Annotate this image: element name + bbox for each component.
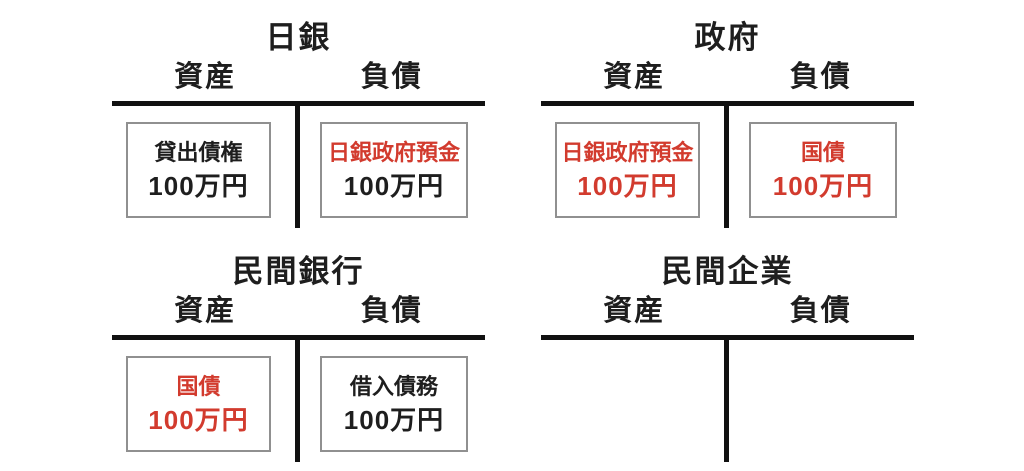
assets-label: 資産 — [174, 295, 237, 327]
item-amount: 100万円 — [577, 170, 678, 201]
asset-item-box: 国債 100万円 — [126, 356, 271, 452]
column-labels: 資産 負債 — [541, 294, 914, 328]
asset-item-box: 貸出債権 100万円 — [126, 122, 271, 218]
taccount-boj: 日銀 資産 負債 貸出債権 100万円 日銀政府預金 100万円 — [112, 18, 485, 232]
liability-item-box: 借入債務 100万円 — [320, 356, 468, 452]
item-amount: 100万円 — [772, 170, 874, 201]
item-name: 日銀政府預金 — [561, 139, 694, 165]
column-labels: 資産 負債 — [112, 60, 485, 94]
asset-item-box: 日銀政府預金 100万円 — [555, 122, 700, 218]
item-amount: 100万円 — [148, 404, 249, 435]
account-title-private-company: 民間企業 — [661, 254, 794, 289]
item-amount: 100万円 — [148, 170, 249, 201]
liability-item-box: 国債 100万円 — [749, 122, 897, 218]
taccount-government: 政府 資産 負債 日銀政府預金 100万円 国債 100万円 — [541, 18, 914, 232]
taccount-private-bank: 民間銀行 資産 負債 国債 100万円 借入債務 100万円 — [112, 252, 485, 466]
assets-label: 資産 — [603, 61, 666, 93]
taccount-private-company: 民間企業 資産 負債 — [541, 252, 914, 466]
liabilities-label: 負債 — [789, 295, 852, 327]
t-vertical-line — [295, 335, 300, 462]
liabilities-label: 負債 — [360, 295, 423, 327]
item-amount: 100万円 — [343, 170, 445, 201]
account-title-government: 政府 — [694, 20, 761, 55]
assets-label: 資産 — [603, 295, 666, 327]
item-amount: 100万円 — [343, 404, 445, 435]
column-labels: 資産 負債 — [112, 294, 485, 328]
column-labels: 資産 負債 — [541, 60, 914, 94]
liabilities-label: 負債 — [360, 61, 423, 93]
item-name: 借入債務 — [349, 373, 438, 399]
item-name: 国債 — [800, 139, 845, 165]
liability-item-box: 日銀政府預金 100万円 — [320, 122, 468, 218]
account-title-boj: 日銀 — [265, 20, 332, 55]
t-vertical-line — [724, 335, 729, 462]
liabilities-label: 負債 — [789, 61, 852, 93]
item-name: 貸出債権 — [154, 139, 243, 165]
t-vertical-line — [724, 101, 729, 228]
t-vertical-line — [295, 101, 300, 228]
account-title-private-bank: 民間銀行 — [232, 254, 365, 289]
item-name: 国債 — [176, 373, 221, 399]
assets-label: 資産 — [174, 61, 237, 93]
item-name: 日銀政府預金 — [327, 139, 460, 165]
